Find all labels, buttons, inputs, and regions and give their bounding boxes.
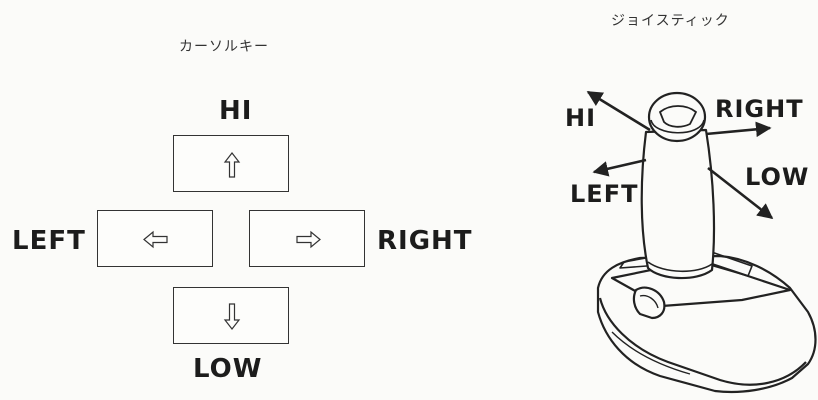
- joystick-title: ジョイスティック: [611, 13, 730, 29]
- right-key[interactable]: [249, 210, 365, 267]
- left-arrow: [592, 158, 647, 177]
- right-arrow: [705, 121, 772, 138]
- cursor-label-low: LOW: [193, 354, 263, 384]
- left-arrow-icon: [143, 230, 168, 249]
- up-key[interactable]: [173, 135, 289, 192]
- hi-arrow: [586, 90, 651, 132]
- down-arrow-icon: [223, 303, 241, 330]
- joystick-label-hi: HI: [565, 104, 597, 132]
- left-key[interactable]: [97, 210, 213, 267]
- joystick-label-low: LOW: [745, 163, 810, 191]
- direction-arrows: [586, 90, 774, 220]
- up-arrow-icon: [223, 152, 241, 178]
- down-key[interactable]: [173, 287, 289, 344]
- low-arrow: [707, 166, 774, 220]
- cursor-label-hi: HI: [219, 96, 253, 126]
- right-arrow-icon: [296, 230, 321, 249]
- joystick-base: [596, 247, 817, 394]
- cursor-label-right: RIGHT: [377, 226, 473, 256]
- joystick-stick: [640, 91, 716, 280]
- cursor-keys-title: カーソルキー: [179, 39, 269, 55]
- joystick-label-right: RIGHT: [715, 95, 804, 123]
- joystick-label-left: LEFT: [570, 180, 639, 208]
- cursor-label-left: LEFT: [12, 226, 86, 256]
